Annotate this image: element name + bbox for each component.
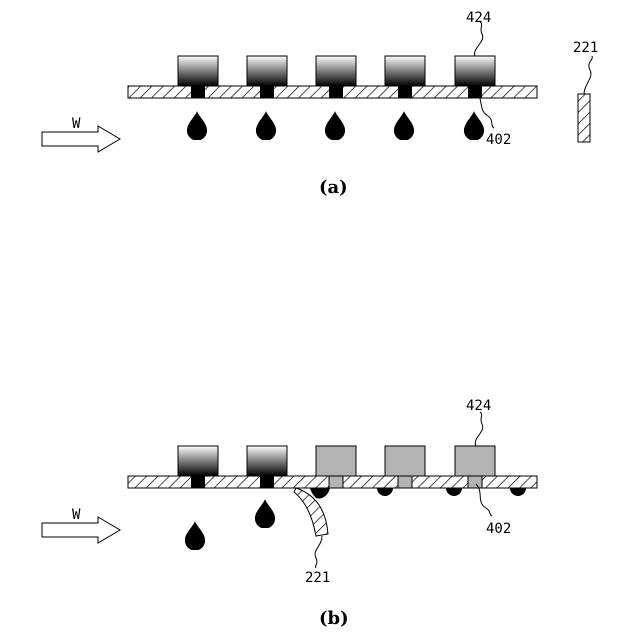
ink-droplet: [464, 111, 484, 140]
direction-label-b: W: [72, 507, 81, 523]
ink-bead: [446, 488, 462, 496]
nozzle: [468, 86, 482, 98]
nozzle: [398, 86, 412, 98]
leader-line-221-b: [315, 536, 322, 568]
ink-head: [385, 56, 425, 86]
ink-droplet: [255, 499, 275, 528]
ink-heads-a: [178, 56, 495, 86]
panel-b: W 424 402 221 (b): [42, 398, 537, 629]
panel-a: W 424 402 221 (a): [42, 10, 598, 198]
ink-droplets-b: [185, 499, 275, 550]
wiped-head: [385, 446, 425, 476]
direction-label-a: W: [72, 116, 81, 132]
ink-head: [247, 56, 287, 86]
label-424-a: 424: [466, 10, 491, 26]
nozzle: [191, 476, 205, 488]
ink-head: [178, 56, 218, 86]
ink-bead: [510, 488, 526, 496]
label-424-b: 424: [466, 398, 491, 414]
ink-droplets-a: [187, 111, 484, 140]
ink-droplet: [394, 111, 414, 140]
nozzle: [260, 476, 274, 488]
wiper-blade-a: [578, 94, 590, 142]
wiper-ink-smear: [310, 488, 330, 499]
ink-head: [316, 56, 356, 86]
label-402-b: 402: [486, 521, 511, 537]
caption-a: (a): [319, 177, 348, 198]
ink-heads-b: [178, 446, 495, 476]
label-402-a: 402: [486, 132, 511, 148]
label-221-b: 221: [305, 570, 330, 586]
nozzle: [329, 86, 343, 98]
ink-bead: [377, 488, 393, 496]
direction-arrow-a: [42, 126, 120, 152]
nozzle: [468, 476, 482, 488]
ink-droplet: [185, 521, 205, 550]
leader-line-221-a: [584, 56, 592, 94]
wiped-head: [455, 446, 495, 476]
ink-beads-b: [377, 488, 526, 496]
ink-droplet: [187, 111, 207, 140]
nozzle: [329, 476, 343, 488]
caption-b: (b): [319, 608, 349, 629]
direction-arrow-b: [42, 517, 120, 543]
ink-droplet: [325, 111, 345, 140]
nozzle: [260, 86, 274, 98]
ink-droplet: [256, 111, 276, 140]
nozzle: [398, 476, 412, 488]
ink-head: [178, 446, 218, 476]
label-221-a: 221: [573, 40, 598, 56]
leader-line-402-b: [476, 484, 492, 516]
leader-line-424-b: [475, 412, 482, 446]
nozzle: [191, 86, 205, 98]
ink-head: [455, 56, 495, 86]
wiped-head: [316, 446, 356, 476]
ink-head: [247, 446, 287, 476]
leader-line-424-a: [475, 22, 483, 56]
